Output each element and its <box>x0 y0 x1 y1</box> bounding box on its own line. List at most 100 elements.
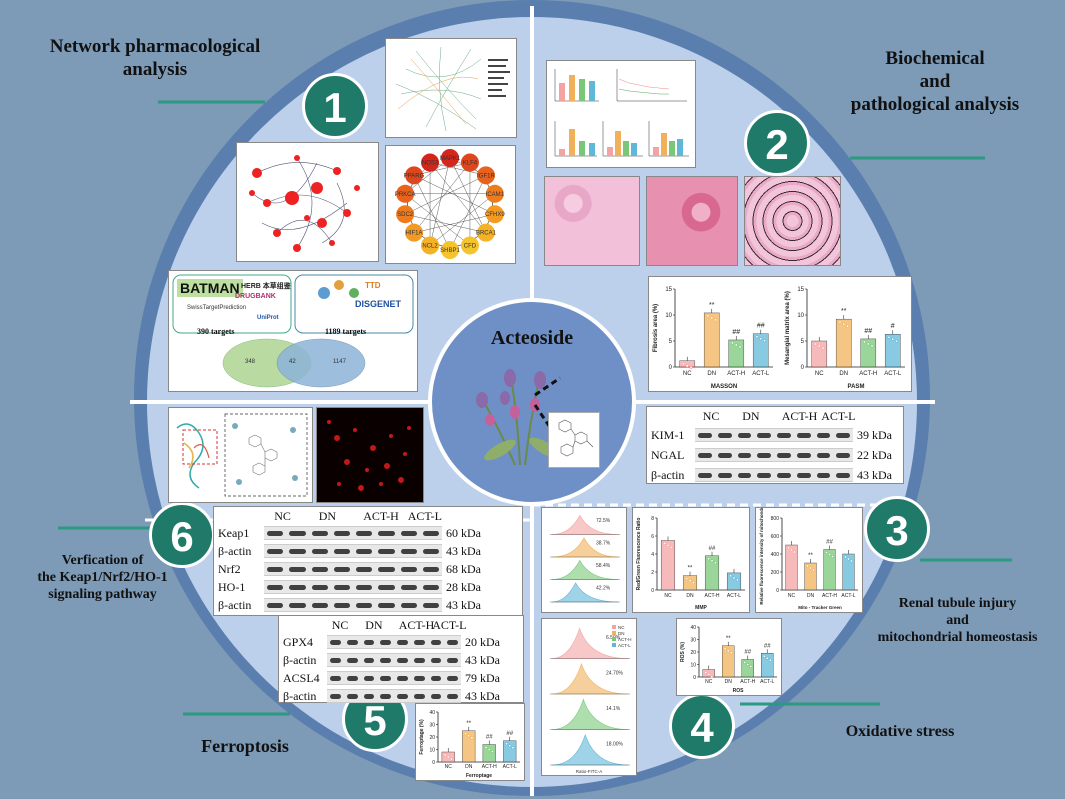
x-axis-label: PASM <box>848 384 865 390</box>
y-tick-label: 600 <box>771 534 780 540</box>
blot-band <box>816 453 831 458</box>
blot-band <box>380 658 391 663</box>
y-tick-label: 0 <box>801 365 805 371</box>
blot-band <box>356 603 373 608</box>
significance-label: ## <box>757 323 765 330</box>
ros-flow-graphic: 6.50%24.70%14.1%18.00%NCDNACT-HACT-LRati… <box>550 625 632 774</box>
flow-peak-percent: 38.7% <box>596 541 611 547</box>
significance-label: ** <box>808 553 813 559</box>
blot-kda-label: 68 kDa <box>446 562 481 576</box>
blot-group-label: NC <box>331 618 349 632</box>
blot-band <box>397 658 408 663</box>
flow-peak-percent: 42.2% <box>596 586 611 592</box>
category-tick-label: ACT-H <box>859 371 877 377</box>
flow-legend-label: NC <box>618 625 625 630</box>
significance-label: ## <box>506 731 513 737</box>
hub-gene-node <box>460 236 479 255</box>
blot-kda-label: 22 kDa <box>857 448 892 462</box>
category-tick-label: ACT-L <box>727 593 741 599</box>
significance-label: ## <box>732 329 740 336</box>
y-tick-label: 0 <box>669 365 673 371</box>
hub-gene-label: NCL2 <box>422 243 438 249</box>
x-axis-label: Mito - Tracker Green <box>798 605 842 610</box>
blot-band <box>737 473 752 478</box>
significance-label: ## <box>864 328 872 335</box>
category-tick-label: ACT-L <box>760 679 774 685</box>
y-axis-label: Ferroptage (%) <box>419 719 425 755</box>
blot-band <box>413 694 425 699</box>
significance-label: ** <box>841 308 847 315</box>
blot-band <box>430 694 442 699</box>
blot-band <box>757 473 771 478</box>
blot-group-label: DN <box>742 409 760 423</box>
blot-band <box>422 549 439 554</box>
center-title: Acteoside <box>490 327 574 349</box>
blot-protein-label: β-actin <box>218 598 252 612</box>
section-2-line2: and <box>919 70 951 92</box>
y-tick-label: 200 <box>771 570 780 576</box>
blot-band <box>400 531 417 536</box>
category-tick-label: ACT-L <box>884 371 902 377</box>
blot-band <box>717 433 732 438</box>
histology-masson-image <box>646 176 738 266</box>
y-tick-label: 15 <box>797 287 804 293</box>
blot-group-label: DN <box>365 618 383 632</box>
y-tick-label: 30 <box>690 638 696 644</box>
acteoside-structure-panel <box>548 412 600 468</box>
section-6-line3: signaling pathway <box>48 586 157 602</box>
flow-histogram <box>551 514 619 535</box>
blot-band <box>363 694 375 699</box>
blot-band <box>698 473 712 478</box>
hub-gene-label: NOS3 <box>422 161 439 167</box>
blot-strip <box>264 526 442 540</box>
y-axis-label: Mesangial matrix area (%) <box>785 291 791 365</box>
blot-group-label: ACT-H <box>781 409 818 423</box>
y-tick-label: 10 <box>429 748 435 754</box>
category-tick-label: DN <box>465 764 473 770</box>
blot-kda-label: 79 kDa <box>465 671 500 685</box>
blot-band <box>311 585 328 590</box>
section-1-badge: 1 <box>302 73 368 139</box>
section-6-title: Verfication of the Keap1/Nrf2/HO-1 signa… <box>10 553 195 603</box>
hub-gene-node <box>405 223 424 242</box>
section-2-title: Biochemical and pathological analysis <box>815 48 1055 116</box>
section-5-title: Ferroptosis <box>201 736 289 756</box>
section-2-badge: 2 <box>744 110 810 176</box>
hub-gene-label: CFHX9 <box>485 212 505 218</box>
blot-band <box>413 640 425 645</box>
category-tick-label: NC <box>705 679 713 685</box>
y-tick-label: 4 <box>651 552 654 558</box>
y-tick-label: 20 <box>429 735 435 741</box>
category-tick-label: ACT-H <box>727 371 745 377</box>
category-tick-label: NC <box>683 371 692 377</box>
fluorescence-image <box>316 407 424 503</box>
blot-band <box>698 433 712 438</box>
blot-kda-label: 43 kDa <box>465 653 500 667</box>
blot-band <box>378 603 395 608</box>
hub-gene-label: HIF1A <box>406 231 423 237</box>
flow-peak-percent: 18.00% <box>606 741 624 747</box>
blot-band <box>400 585 417 590</box>
section-3-line3: mitochondrial homeostasis <box>877 629 1038 645</box>
blot-group-label: NC <box>274 509 291 523</box>
section-6-line2: the Keap1/Nrf2/HO-1 <box>37 569 168 585</box>
blot-kda-label: 39 kDa <box>857 428 892 442</box>
network-chord-graphic <box>395 46 510 132</box>
hub-gene-label: CFD <box>464 243 477 249</box>
blot-kda-label: 43 kDa <box>857 468 892 482</box>
significance-label: ## <box>764 643 771 649</box>
hub-gene-node <box>441 241 459 259</box>
blot-band <box>397 694 408 699</box>
blot-band <box>430 658 442 663</box>
blot-band <box>836 473 850 478</box>
blot-band <box>333 567 350 572</box>
herb-logo: HERB 本草组鉴 <box>241 283 291 290</box>
hub-gene-node <box>485 205 504 224</box>
